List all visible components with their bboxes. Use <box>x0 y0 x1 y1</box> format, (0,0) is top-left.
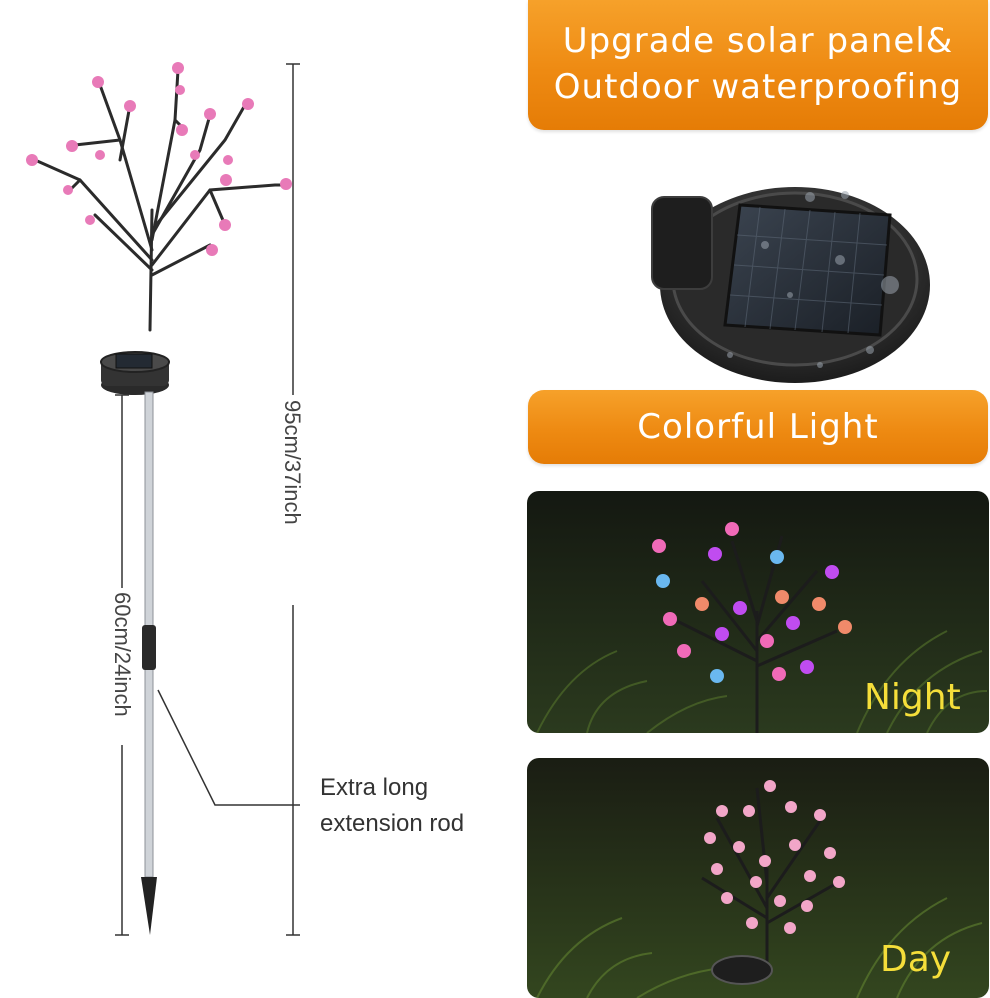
total-height-label: 95cm/37inch <box>280 400 305 525</box>
rod-height-dimension-line <box>115 394 129 936</box>
blossoms <box>26 62 292 256</box>
extension-rod-callout: Extra long extension rod <box>320 770 464 842</box>
total-height-dimension-line <box>286 63 300 936</box>
day-label: Day <box>880 939 952 980</box>
night-label: Night <box>864 677 961 718</box>
rod-height-label: 60cm/24inch <box>110 592 135 717</box>
tree-branches <box>33 68 287 332</box>
day-photo: Day <box>527 758 989 998</box>
header-banner-line2: Outdoor waterproofing <box>553 67 963 107</box>
solar-panel-closeup-image <box>651 187 930 383</box>
night-photo: Night <box>527 491 989 733</box>
product-illustration <box>26 62 300 936</box>
header-banner: Upgrade solar panel& Outdoor waterproofi… <box>528 0 988 130</box>
colorful-light-banner: Colorful Light <box>528 390 988 464</box>
stake-pole <box>141 391 157 935</box>
callout-line2: extension rod <box>320 810 465 837</box>
callout-leader-line <box>157 689 300 806</box>
callout-line1: Extra long <box>320 774 429 801</box>
header-banner-line1: Upgrade solar panel& <box>562 21 954 61</box>
solar-cap <box>100 351 170 395</box>
